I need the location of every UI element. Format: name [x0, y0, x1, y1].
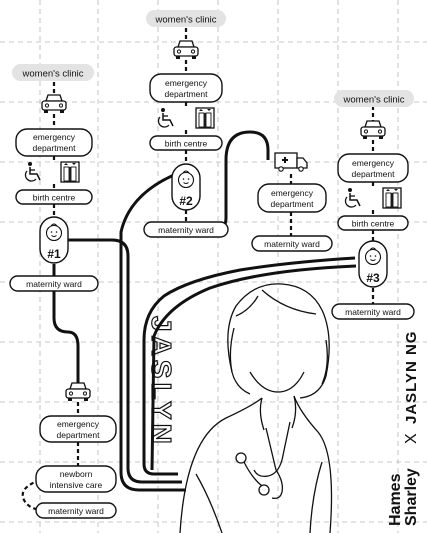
hub-1-emergency-line2: department: [33, 143, 77, 153]
portrait-illustration: [179, 283, 333, 533]
wheelchair-icon: [24, 161, 41, 182]
hub-1-number: #1: [47, 247, 61, 261]
hub-2-number: #2: [179, 194, 193, 208]
dashed-connectors: [21, 28, 375, 512]
hub-2: emergency department birth centre #2 mat…: [143, 73, 229, 238]
brand-block: Hames Sharley X JASLYN NG: [387, 331, 420, 526]
ambulance-node-maternity-ward: maternity ward: [264, 239, 320, 249]
hub-3: emergency department birth centre #3 mat…: [331, 153, 415, 320]
car-icon: [173, 40, 199, 60]
hub-3-maternity-ward: maternity ward: [345, 307, 401, 317]
hub-1-birth-centre: birth centre: [33, 193, 76, 203]
hub-3-emergency-line1: emergency: [352, 158, 395, 168]
hub-2-emergency-line2: department: [165, 89, 209, 99]
clinic-2-label: women's clinic: [155, 15, 217, 26]
hub-2-emergency-line1: emergency: [165, 78, 208, 88]
hub-3-number: #3: [366, 271, 380, 285]
name-vertical: JASLYN: [146, 316, 177, 448]
hub-1-emergency-line1: emergency: [33, 132, 76, 142]
ambulance-node-emergency-line2: department: [271, 199, 315, 209]
clinic-2: women's clinic: [146, 10, 226, 27]
ambulance-icon: [274, 152, 308, 172]
route-lines: [52, 130, 357, 492]
lower-maternity-ward: maternity ward: [48, 506, 104, 516]
lower-emergency-line1: emergency: [57, 419, 100, 429]
hub-3-emergency-line2: department: [352, 169, 396, 179]
hub-2-maternity-ward: maternity ward: [158, 225, 214, 235]
car-icon: [65, 382, 91, 402]
ambulance-node-emergency-line1: emergency: [271, 188, 314, 198]
clinic-3: women's clinic: [334, 90, 414, 107]
brand-logo-line1: Hames: [387, 473, 404, 526]
hub-2-birth-centre: birth centre: [165, 139, 208, 149]
nicu-line2: intensive care: [50, 480, 103, 490]
hub-1: emergency department birth centre #1 mat…: [9, 128, 99, 292]
brand-logo-line2: Sharley: [403, 468, 420, 526]
brand-person: JASLYN NG: [403, 331, 420, 424]
car-icon: [41, 94, 67, 114]
wheelchair-icon: [157, 107, 174, 128]
elevator-icon: [195, 107, 215, 129]
elevator-icon: [382, 187, 402, 209]
wheelchair-icon: [344, 187, 361, 208]
brand-cross: X: [403, 433, 420, 444]
brand-logo: Hames Sharley: [387, 468, 420, 526]
nicu-line1: newborn: [60, 469, 93, 479]
elevator-icon: [60, 161, 80, 183]
lower-emergency-line2: department: [57, 430, 101, 440]
lower-branch: emergency department newborn intensive c…: [35, 415, 117, 519]
clinic-3-label: women's clinic: [343, 95, 405, 106]
clinic-1: women's clinic: [12, 64, 94, 81]
hub-3-birth-centre: birth centre: [352, 219, 395, 229]
clinic-1-label: women's clinic: [22, 69, 84, 80]
ambulance-node: emergency department maternity ward: [251, 183, 333, 252]
hub-1-maternity-ward: maternity ward: [26, 279, 82, 289]
car-icon: [360, 120, 386, 140]
